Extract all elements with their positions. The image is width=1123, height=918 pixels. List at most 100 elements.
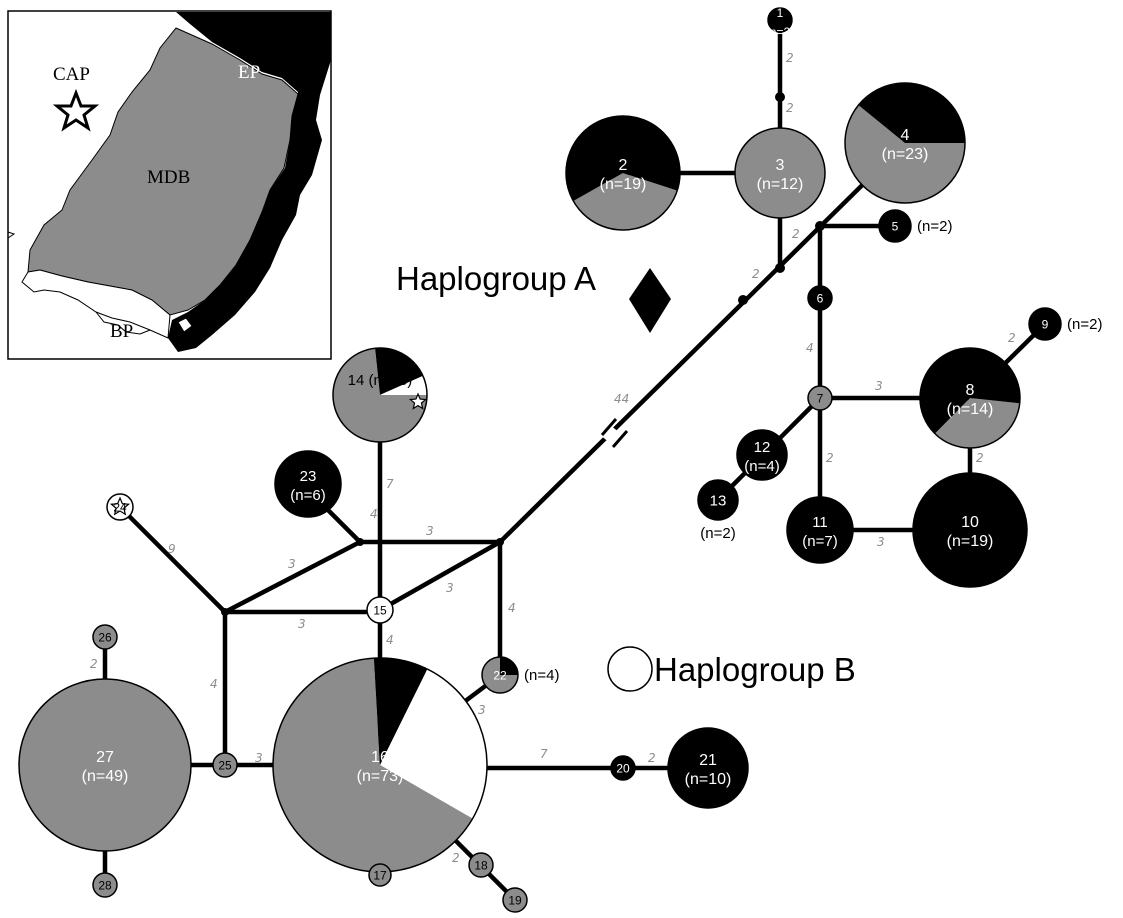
edge-label: 2 xyxy=(90,657,98,671)
median-vector xyxy=(356,538,364,546)
pie-slice-grey xyxy=(934,398,1020,449)
node-label: 13 xyxy=(710,492,727,509)
edge-label: 4 xyxy=(386,633,394,647)
node-count: (n=4) xyxy=(744,458,779,475)
pie-slice-black xyxy=(858,82,965,143)
node-count: (n=23) xyxy=(882,146,929,163)
edge-central-15 xyxy=(378,540,502,612)
haplotype-node-14: 14 (n=15) xyxy=(332,347,428,443)
edge-label: 2 xyxy=(976,451,984,465)
node-outline xyxy=(919,347,1021,449)
star-outline-icon xyxy=(109,496,131,516)
haplotype-node-6: 6 xyxy=(807,285,833,311)
legend: Haplogroup A Haplogroup B xyxy=(396,260,856,692)
node-outline xyxy=(481,656,519,694)
median-vector xyxy=(775,263,785,273)
node-label: 3 xyxy=(776,157,785,174)
node-count: (n=49) xyxy=(82,768,129,785)
edge-label: 4 xyxy=(210,677,218,691)
node-label: 1 xyxy=(777,6,784,20)
node-label: 22 xyxy=(493,668,507,682)
haplotype-node-24: 24 xyxy=(106,493,134,521)
node-count: (n=14) xyxy=(947,401,994,418)
median-vector xyxy=(815,221,825,231)
node-label: 25 xyxy=(218,758,232,772)
edge-label: 2 xyxy=(786,101,794,115)
ep-label: EP xyxy=(238,62,260,83)
bp-coast-detail xyxy=(95,311,151,335)
pie-slice-black xyxy=(807,285,833,311)
node-label: 6 xyxy=(817,291,824,305)
pie-slice-black xyxy=(736,429,788,481)
node-label: 11 xyxy=(812,514,828,531)
pie-slice-grey xyxy=(502,887,528,913)
branch-break-gap xyxy=(595,420,625,448)
star-outline-icon xyxy=(52,88,100,132)
node-label: 12 xyxy=(754,439,771,456)
pie-slice-black xyxy=(274,450,342,518)
edge-label: 4 xyxy=(806,341,814,355)
pie-slice-grey xyxy=(272,658,473,873)
edge-4-central xyxy=(498,141,907,544)
edge-label: 44 xyxy=(614,392,629,406)
edge-label: 3 xyxy=(875,379,883,393)
node-label: 19 xyxy=(508,893,522,907)
haplotype-node-17: 17 xyxy=(368,863,392,887)
pie-slice-black xyxy=(767,7,793,33)
pie-slice-white xyxy=(366,596,394,624)
pie-slice-black xyxy=(610,755,636,781)
node-label: 8 xyxy=(966,382,975,399)
node-label: 26 xyxy=(98,630,112,644)
node-label: 7 xyxy=(817,391,824,405)
cap-label: CAP xyxy=(53,64,90,85)
haplotype-node-15: 15 xyxy=(366,596,394,624)
pie-slice-grey xyxy=(734,127,826,219)
haplotype-node-12: 12 (n=4) xyxy=(736,429,788,481)
pie-slice-grey xyxy=(333,348,427,443)
edge-labels: 2 2 2 2 4 3 2 2 3 2 44 3 3 4 7 4 9 3 3 4… xyxy=(90,51,1016,865)
pie-slice-black xyxy=(878,209,912,243)
edge-label: 3 xyxy=(446,581,454,595)
haplotype-node-13: 13(n=2) xyxy=(697,479,739,542)
pie-slice-black xyxy=(667,727,749,809)
node-count: (n=7) xyxy=(802,533,837,550)
edge-label: 4 xyxy=(370,507,378,521)
haplotype-node-26: 26 xyxy=(92,624,118,650)
haplotype-node-10: 10(n=19) xyxy=(912,472,1028,588)
legend-haplogroup-a: Haplogroup A xyxy=(396,260,596,297)
haplotype-node-5: 5(n=2) xyxy=(878,209,952,243)
node-count: (n=2) xyxy=(766,25,794,39)
pie-slice-black xyxy=(1028,307,1062,341)
pie-slice-grey xyxy=(368,863,392,887)
haplotype-node-28: 28 xyxy=(92,872,118,898)
edge-label: 9 xyxy=(168,542,176,556)
mdb-label: MDB xyxy=(147,167,190,188)
haplotype-node-1: 1 (n=2) xyxy=(766,6,794,39)
black-diamond-icon xyxy=(629,268,671,333)
edge-label: 3 xyxy=(478,703,486,717)
node-label: 18 xyxy=(474,858,488,872)
edge-label: 2 xyxy=(792,227,800,241)
node-label: 4 xyxy=(901,127,910,144)
edge-label: 7 xyxy=(386,477,394,491)
pie-slice-black xyxy=(697,479,739,521)
branch-break-mark-2 xyxy=(611,430,629,448)
star-outline-icon xyxy=(408,392,428,410)
haplotype-node-4: 4 (n=23) xyxy=(844,82,966,204)
pie-slice-grey xyxy=(468,852,494,878)
pie-slice-grey xyxy=(92,872,118,898)
haplotype-node-8: 8 (n=14) xyxy=(919,347,1021,449)
edge-label: 4 xyxy=(508,601,516,615)
node-label: 2 xyxy=(619,157,628,174)
ep-inlet-detail xyxy=(177,317,193,333)
median-vector xyxy=(738,295,748,305)
node-outline xyxy=(844,82,966,204)
branch-break-mark-1 xyxy=(600,418,618,436)
pie-slice-grey xyxy=(807,385,833,411)
node-label: 10 xyxy=(961,514,979,531)
node-label: 5 xyxy=(892,219,899,233)
edge-west-24 xyxy=(118,505,227,614)
pie-slice-white xyxy=(380,375,427,395)
median-vectors xyxy=(221,92,825,616)
pie-slice-grey xyxy=(212,752,238,778)
